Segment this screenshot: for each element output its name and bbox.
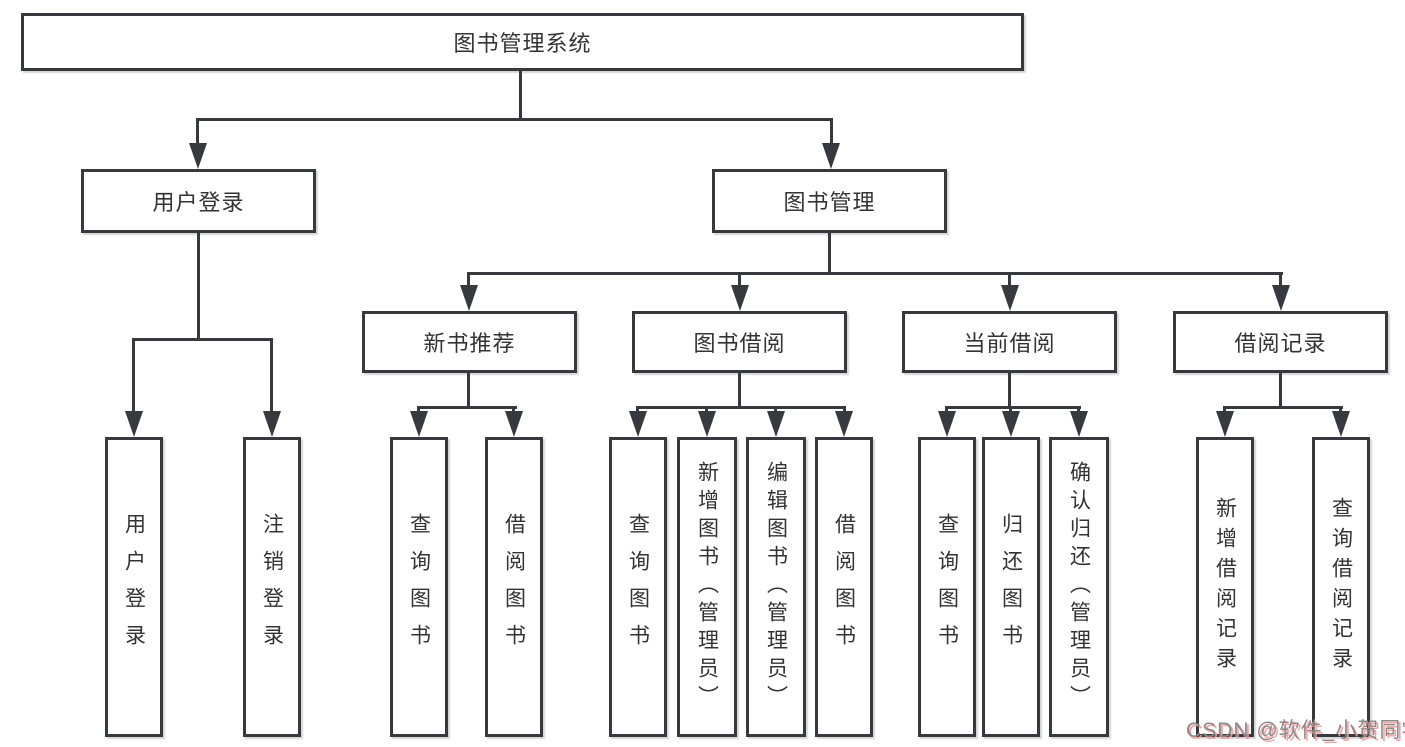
node-book-management: 图书管理 (712, 169, 947, 233)
connector-line (830, 118, 833, 148)
csdn-watermark: CSDN @软件_小贺同学 (1186, 719, 1405, 742)
connector-line (417, 406, 517, 409)
arrow-down-icon (1332, 411, 1350, 437)
arrow-down-icon (1216, 411, 1234, 437)
node-label: 查询图书 (407, 513, 431, 661)
node-label: 新增借阅记录 (1213, 497, 1237, 677)
connector-line (519, 71, 522, 120)
leaf-add-borrow-record: 新增借阅记录 (1196, 437, 1254, 737)
arrow-down-icon (263, 411, 281, 437)
node-new-book-recommend: 新书推荐 (362, 311, 577, 373)
connector-line (828, 233, 831, 274)
connector-line (1279, 272, 1282, 290)
node-label: 借阅图书 (832, 513, 856, 661)
node-label: 借阅记录 (1234, 331, 1327, 356)
arrow-down-icon (1001, 285, 1019, 311)
leaf-add-books-admin: 新增图书（管理员） (677, 437, 737, 737)
leaf-edit-books-admin: 编辑图书（管理员） (746, 437, 806, 737)
leaf-borrow-books-1: 借阅图书 (485, 437, 543, 737)
leaf-logout: 注销登录 (243, 437, 301, 737)
arrow-down-icon (410, 411, 428, 437)
node-label: 归还图书 (999, 513, 1023, 661)
node-label: 借阅图书 (502, 513, 526, 661)
node-label: 注销登录 (260, 513, 284, 661)
arrow-down-icon (189, 143, 207, 169)
node-label: 查询图书 (935, 513, 959, 661)
connector-line (738, 373, 741, 409)
connector-line (132, 338, 273, 341)
connector-line (945, 406, 1081, 409)
node-label: 确认归还（管理员） (1067, 461, 1091, 713)
arrow-down-icon (731, 285, 749, 311)
node-label: 查询图书 (626, 513, 650, 661)
connector-line (467, 272, 1283, 275)
connector-line (1008, 373, 1011, 409)
node-label: 图书管理 (783, 190, 876, 215)
node-label: 图书管理系统 (453, 31, 592, 56)
node-current-borrow: 当前借阅 (902, 311, 1117, 373)
node-user-login: 用户登录 (81, 169, 316, 233)
node-label: 当前借阅 (963, 331, 1056, 356)
connector-line (196, 118, 833, 121)
connector-line (738, 272, 741, 290)
arrow-down-icon (822, 143, 840, 169)
arrow-down-icon (1002, 411, 1020, 437)
arrow-down-icon (767, 411, 785, 437)
connector-line (197, 233, 200, 341)
connector-line (270, 338, 273, 416)
connector-line (467, 373, 470, 409)
node-label: 图书借阅 (693, 331, 786, 356)
leaf-return-books: 归还图书 (982, 437, 1040, 737)
node-label: 用户登录 (122, 513, 146, 661)
connector-line (132, 338, 135, 416)
leaf-query-books-3: 查询图书 (918, 437, 976, 737)
node-book-borrow: 图书借阅 (632, 311, 847, 373)
connector-line (1223, 406, 1343, 409)
node-borrow-records: 借阅记录 (1173, 311, 1388, 373)
node-label: 新增图书（管理员） (695, 461, 719, 713)
connector-line (1008, 272, 1011, 290)
arrow-down-icon (698, 411, 716, 437)
arrow-down-icon (629, 411, 647, 437)
node-label: 编辑图书（管理员） (764, 461, 788, 713)
leaf-query-books-2: 查询图书 (609, 437, 667, 737)
node-root-system: 图书管理系统 (21, 13, 1024, 71)
leaf-confirm-return-admin: 确认归还（管理员） (1049, 437, 1109, 737)
arrow-down-icon (938, 411, 956, 437)
leaf-borrow-books-2: 借阅图书 (815, 437, 873, 737)
connector-line (467, 272, 470, 290)
arrow-down-icon (125, 411, 143, 437)
leaf-query-books-1: 查询图书 (390, 437, 448, 737)
arrow-down-icon (835, 411, 853, 437)
arrow-down-icon (1272, 285, 1290, 311)
arrow-down-icon (1070, 411, 1088, 437)
node-label: 新书推荐 (423, 331, 516, 356)
connector-line (636, 406, 846, 409)
node-label: 用户登录 (152, 190, 245, 215)
connector-line (1279, 373, 1282, 409)
leaf-query-borrow-record: 查询借阅记录 (1312, 437, 1370, 737)
leaf-user-login: 用户登录 (105, 437, 163, 737)
arrow-down-icon (460, 285, 478, 311)
node-label: 查询借阅记录 (1329, 497, 1353, 677)
connector-line (196, 118, 199, 148)
arrow-down-icon (505, 411, 523, 437)
